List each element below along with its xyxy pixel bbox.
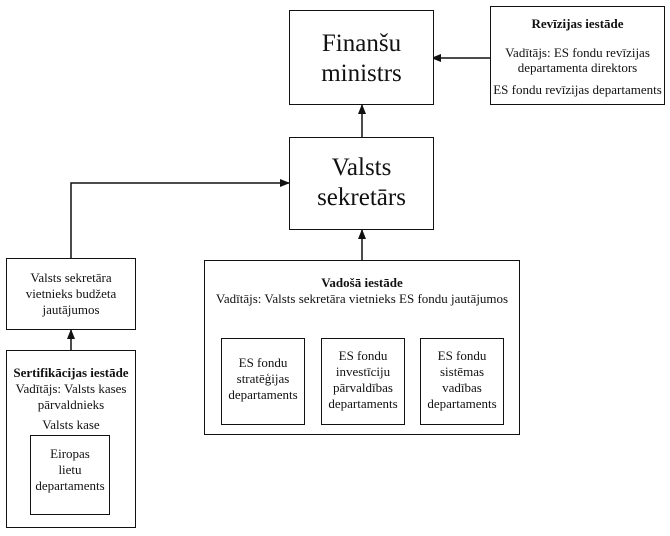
audit-authority-title: Revīzijas iestāde [531,16,624,31]
deputy-budget-line-1: Valsts sekretāra [30,270,112,285]
system-department-box: ES fondu sistēmas vadības departaments [420,338,504,425]
certification-authority-head-line-1: Vadītājs: Valsts kases [15,381,127,396]
arrow-deputy-to-secretary [70,179,290,258]
european-affairs-line-1: Eiropas [50,446,90,461]
european-affairs-department-box: Eiropas lietu departaments [30,435,110,515]
finance-minister-line-2: ministrs [321,60,402,87]
certification-authority-head-line-2: pārvaldnieks [37,397,105,412]
state-secretary-line-1: Valsts [331,154,392,181]
audit-authority-head-line-2: departamenta direktors [517,60,638,75]
investment-department-box: ES fondu investīciju pārvaldības departa… [321,338,405,425]
certification-authority-title: Sertifikācijas iestāde [13,365,129,380]
deputy-budget-line-3: jautājumos [42,302,100,317]
strategy-department-line-2: stratēģijas [236,371,290,386]
state-secretary-line-2: sekretārs [317,184,406,211]
certification-authority-org: Valsts kase [42,417,100,432]
european-affairs-line-2: lietu [58,462,82,477]
investment-department-line-1: ES fondu [338,348,388,363]
audit-authority-head-line-1: Vadītājs: ES fondu revīzijas [505,45,650,60]
finance-minister-line-1: Finanšu [321,30,402,57]
system-department-line-4: departaments [427,396,497,411]
managing-authority-title: Vadošā iestāde [321,275,403,290]
audit-authority-box: Revīzijas iestāde Vadītājs: ES fondu rev… [490,6,665,105]
finance-minister-box: Finanšu ministrs [289,10,434,105]
european-affairs-line-3: departaments [35,478,105,493]
system-department-line-1: ES fondu [437,348,487,363]
strategy-department-box: ES fondu stratēģijas departaments [221,338,305,425]
audit-authority-department: ES fondu revīzijas departaments [493,82,662,97]
system-department-line-3: vadības [442,380,482,395]
system-department-line-2: sistēmas [439,364,485,379]
investment-department-line-4: departaments [328,396,398,411]
certification-authority-box: Sertifikācijas iestāde Vadītājs: Valsts … [6,350,136,528]
managing-authority-head: Vadītājs: Valsts sekretāra vietnieks ES … [215,291,509,306]
deputy-budget-box: Valsts sekretāra vietnieks budžeta jautā… [6,258,136,330]
investment-department-line-2: investīciju [335,364,391,379]
state-secretary-box: Valsts sekretārs [289,137,434,230]
strategy-department-line-1: ES fondu [238,355,288,370]
strategy-department-line-3: departaments [228,387,298,402]
deputy-budget-line-2: vietnieks budžeta [25,286,117,301]
investment-department-line-3: pārvaldības [333,380,393,395]
